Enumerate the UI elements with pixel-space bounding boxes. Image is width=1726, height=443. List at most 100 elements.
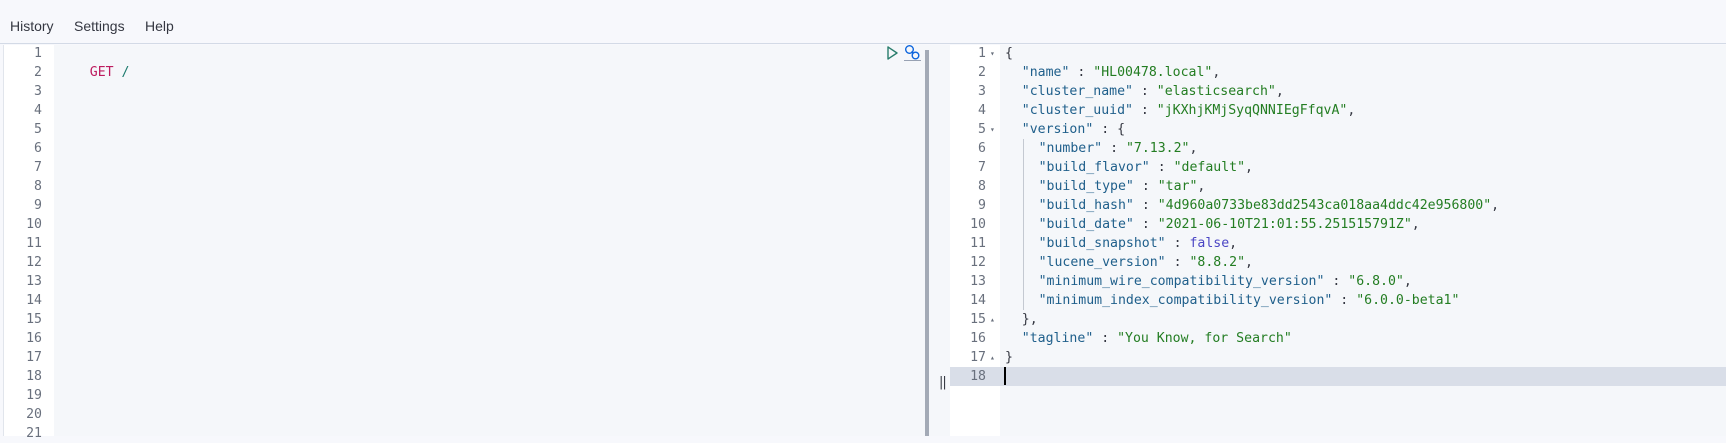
line-number: 5 — [978, 122, 986, 137]
token-key: "build_hash" — [1038, 198, 1134, 213]
response-line: "tagline" : "You Know, for Search" — [1022, 329, 1292, 348]
line-number: 21 — [26, 426, 42, 441]
token-key: "cluster_name" — [1021, 84, 1133, 99]
line-number: 7 — [34, 160, 42, 175]
token-key: "minimum_index_compatibility_version" — [1038, 293, 1333, 308]
menu-history[interactable]: History — [10, 18, 54, 34]
token-str: "elasticsearch" — [1156, 84, 1276, 99]
token-punc: : — [1165, 236, 1190, 251]
response-line: "build_type" : "tar", — [1039, 177, 1206, 196]
token-str: "2021-06-10T21:01:55.251515791Z" — [1157, 217, 1412, 232]
response-line: "minimum_index_compatibility_version" : … — [1039, 291, 1460, 310]
response-line: "lucene_version" : "8.8.2", — [1039, 253, 1253, 272]
line-number: 5 — [34, 122, 42, 137]
token-punc: , — [1245, 255, 1253, 270]
fold-close-icon[interactable]: ▴ — [990, 353, 995, 362]
fold-open-icon[interactable]: ▾ — [990, 49, 995, 58]
request-line-1[interactable]: GET / — [58, 44, 130, 80]
line-number: 13 — [26, 274, 42, 289]
menu-help[interactable]: Help — [145, 18, 174, 34]
response-line: "cluster_uuid" : "jKXhjKMjSyqQNNIEgFfqvA… — [1022, 101, 1356, 120]
resize-handle-icon[interactable]: || — [939, 375, 947, 390]
token-key: "version" — [1021, 122, 1094, 137]
pane-divider[interactable]: || — [925, 45, 950, 436]
token-punc: , — [1245, 160, 1253, 175]
token-punc: : — [1132, 84, 1157, 99]
play-icon[interactable] — [887, 46, 898, 64]
token-key: "number" — [1038, 141, 1103, 156]
response-line: "build_snapshot" : false, — [1039, 234, 1238, 253]
token-str: "jKXhjKMjSyqQNNIEgFfqvA" — [1156, 103, 1348, 118]
token-key: "build_type" — [1038, 179, 1134, 194]
response-line: "build_date" : "2021-06-10T21:01:55.2515… — [1039, 215, 1420, 234]
line-number: 1 — [978, 46, 986, 61]
request-method: GET — [89, 65, 114, 80]
line-number: 13 — [970, 274, 986, 289]
line-number: 10 — [970, 217, 986, 232]
line-number: 14 — [26, 293, 42, 308]
line-number: 2 — [978, 65, 986, 80]
token-punc: : — [1132, 103, 1157, 118]
line-number: 17 — [970, 350, 986, 365]
line-number: 1 — [34, 46, 42, 61]
line-number: 17 — [26, 350, 42, 365]
token-punc: : — [1332, 293, 1357, 308]
token-str: "6.8.0" — [1348, 274, 1404, 289]
token-punc: , — [1275, 84, 1284, 99]
fold-open-icon[interactable]: ▾ — [990, 125, 995, 134]
line-number: 16 — [970, 331, 986, 346]
wrench-icon[interactable] — [904, 44, 921, 65]
token-key: "lucene_version" — [1038, 255, 1166, 270]
token-str: "HL00478.local" — [1093, 65, 1213, 80]
line-number: 15 — [970, 312, 986, 327]
line-number: 11 — [970, 236, 986, 251]
token-punc: , — [1229, 236, 1238, 251]
response-line: "version" : { — [1022, 120, 1125, 139]
token-punc: }, — [1021, 312, 1038, 327]
token-key: "build_flavor" — [1038, 160, 1150, 175]
token-punc: } — [1005, 350, 1013, 365]
token-punc: { — [1005, 46, 1013, 61]
response-line: "number" : "7.13.2", — [1039, 139, 1198, 158]
token-punc: , — [1491, 198, 1500, 213]
line-number: 6 — [34, 141, 42, 156]
token-str: "4d960a0733be83dd2543ca018aa4ddc42e95680… — [1157, 198, 1492, 213]
line-number: 15 — [26, 312, 42, 327]
line-number: 18 — [26, 369, 42, 384]
response-line: "build_flavor" : "default", — [1039, 158, 1253, 177]
active-gutter-highlight — [950, 367, 1000, 386]
line-number: 19 — [26, 388, 42, 403]
response-line: "build_hash" : "4d960a0733be83dd2543ca01… — [1039, 196, 1500, 215]
token-str: "You Know, for Search" — [1117, 331, 1292, 346]
token-punc: : — [1093, 331, 1118, 346]
response-line: }, — [1022, 310, 1038, 329]
token-punc: , — [1347, 103, 1356, 118]
token-punc: : — [1069, 65, 1094, 80]
line-number: 4 — [978, 103, 986, 118]
menu-settings[interactable]: Settings — [74, 18, 125, 34]
line-number: 8 — [34, 179, 42, 194]
token-bool: false — [1189, 236, 1230, 251]
line-number: 9 — [34, 198, 42, 213]
token-str: "6.0.0-beta1" — [1356, 293, 1460, 308]
line-number: 3 — [978, 84, 986, 99]
response-line: "name" : "HL00478.local", — [1022, 63, 1221, 82]
line-number: 14 — [970, 293, 986, 308]
token-punc: : — [1133, 179, 1158, 194]
token-punc: , — [1403, 274, 1412, 289]
token-str: "tar" — [1157, 179, 1198, 194]
line-number: 8 — [978, 179, 986, 194]
left-scrollbar[interactable] — [925, 50, 929, 436]
token-punc: : — [1149, 160, 1174, 175]
text-cursor — [1004, 367, 1006, 385]
token-key: "minimum_wire_compatibility_version" — [1038, 274, 1325, 289]
line-number: 4 — [34, 103, 42, 118]
line-number: 2 — [34, 65, 42, 80]
fold-close-icon[interactable]: ▴ — [990, 315, 995, 324]
token-str: "8.8.2" — [1189, 255, 1246, 270]
token-punc: , — [1189, 141, 1198, 156]
token-punc: : — [1324, 274, 1349, 289]
